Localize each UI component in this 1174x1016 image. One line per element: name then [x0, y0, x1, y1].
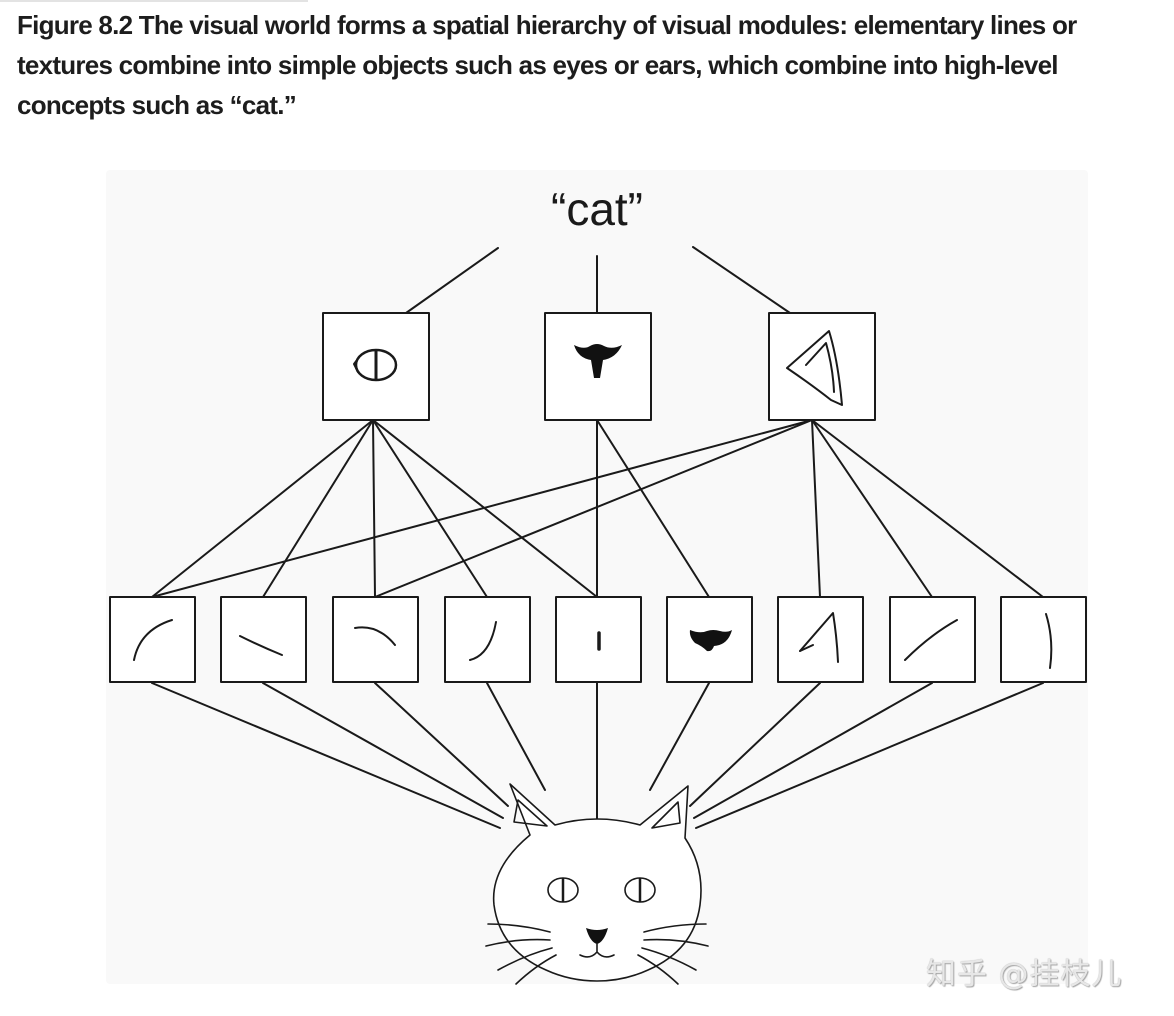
cat-whiskers-right — [637, 923, 709, 985]
nose-module — [544, 312, 652, 421]
feature-diagonal-line — [889, 596, 976, 683]
ear-icon — [786, 330, 843, 406]
feature-nose-blob — [666, 596, 753, 683]
ear-module — [768, 312, 876, 421]
module-to-feature-links — [151, 419, 1044, 598]
cat-concept-label: “cat” — [551, 183, 643, 235]
feature-to-cat-links — [151, 682, 1044, 829]
concept-to-module-links — [405, 246, 791, 314]
feature-long-curve — [1000, 596, 1087, 683]
feature-short-line — [220, 596, 307, 683]
feature-modules — [109, 596, 1087, 683]
figure-caption: Figure 8.2 The visual world forms a spat… — [17, 10, 1077, 120]
cat-head-outline — [492, 783, 702, 982]
cat-face — [485, 783, 709, 985]
cat-nose — [586, 928, 608, 944]
top-rule — [0, 0, 308, 2]
cat-whiskers-left — [485, 923, 557, 985]
nose-icon — [574, 344, 622, 378]
feature-curve — [109, 596, 196, 683]
feature-vertical-dash — [555, 596, 642, 683]
feature-arc — [332, 596, 419, 683]
feature-ear-outline — [777, 596, 864, 683]
eye-module — [322, 312, 430, 421]
watermark: 知乎 @挂枝儿 — [926, 957, 1123, 992]
feature-bent-line — [444, 596, 531, 683]
